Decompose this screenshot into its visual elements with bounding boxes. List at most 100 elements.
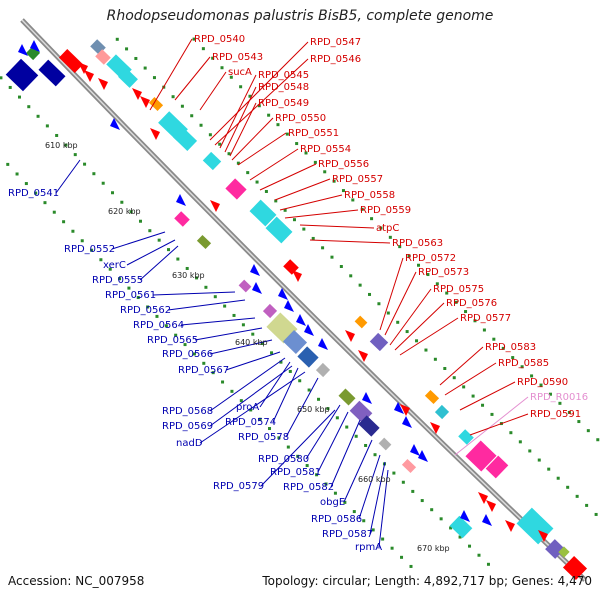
forward-leader-line bbox=[219, 74, 257, 149]
reverse-leader-line bbox=[343, 439, 373, 503]
feature-block bbox=[225, 178, 247, 200]
tick-dot bbox=[439, 517, 443, 521]
tick-dot bbox=[409, 564, 413, 568]
reverse-gene-label: RPD_0586 bbox=[311, 514, 362, 525]
feature-block bbox=[369, 332, 389, 352]
map-title: Rhodopseudomonas palustris BisB5, comple… bbox=[106, 8, 494, 24]
reverse-gene-label: RPD_0568 bbox=[162, 406, 213, 417]
forward-cds-arrow bbox=[98, 78, 108, 90]
tick-dot bbox=[594, 512, 598, 516]
forward-gene-label: RPD_0543 bbox=[212, 52, 263, 63]
tick-dot bbox=[73, 153, 77, 157]
reverse-cds-arrow bbox=[318, 338, 328, 350]
tick-dot bbox=[164, 324, 168, 328]
feature-block bbox=[174, 211, 190, 227]
tick-dot bbox=[199, 123, 203, 127]
reverse-gene-label: RPD_0552 bbox=[64, 244, 115, 255]
tick-dot bbox=[268, 427, 272, 431]
tick-dot bbox=[486, 562, 490, 566]
tick-dot bbox=[239, 85, 243, 89]
tick-dot bbox=[52, 210, 56, 214]
forward-gene-label: RPD_0591 bbox=[530, 409, 581, 420]
tick-dot bbox=[283, 208, 287, 212]
reverse-cds-arrow bbox=[482, 514, 492, 526]
forward-gene-label: RPD_0546 bbox=[310, 54, 361, 65]
tick-dot bbox=[285, 132, 289, 136]
reverse-leader-line bbox=[358, 454, 381, 520]
tick-dot bbox=[220, 66, 224, 70]
forward-leader-line bbox=[237, 132, 287, 166]
tick-dot bbox=[567, 410, 571, 414]
forward-leader-line bbox=[309, 239, 391, 244]
tick-dot bbox=[115, 37, 119, 41]
forward-gene-label: RPD_0577 bbox=[460, 313, 511, 324]
forward-gene-label: RPD_0575 bbox=[433, 284, 484, 295]
tick-dot bbox=[405, 330, 409, 334]
tick-dot bbox=[400, 555, 404, 559]
reverse-cds-arrow bbox=[402, 416, 412, 428]
tick-label: 630 kbp bbox=[172, 271, 205, 280]
tick-dot bbox=[585, 503, 589, 507]
feature-block bbox=[172, 127, 198, 151]
forward-cds-arrow bbox=[210, 200, 220, 212]
forward-leader-line bbox=[229, 102, 257, 157]
feature-block bbox=[354, 315, 368, 329]
tick-dot bbox=[134, 56, 138, 60]
tick-dot bbox=[364, 443, 368, 447]
tick-dot bbox=[296, 454, 300, 458]
tick-dot bbox=[125, 47, 129, 51]
forward-leader-line bbox=[279, 194, 343, 211]
tick-dot bbox=[201, 47, 205, 51]
tick-dot bbox=[190, 114, 194, 118]
tick-dot bbox=[396, 320, 400, 324]
forward-leader-line bbox=[224, 86, 257, 153]
tick-dot bbox=[146, 305, 150, 309]
tick-dot bbox=[351, 198, 355, 202]
forward-gene-label: RPD_0590 bbox=[517, 377, 568, 388]
tick-dot bbox=[371, 528, 375, 532]
feature-block bbox=[58, 49, 84, 73]
reverse-leader-line bbox=[126, 239, 176, 266]
tick-dot bbox=[277, 436, 281, 440]
forward-cds-arrow bbox=[140, 96, 150, 108]
reverse-cds-arrow bbox=[176, 194, 186, 206]
genome-backbone-inner bbox=[21, 19, 586, 581]
tick-dot bbox=[195, 276, 199, 280]
tick-dot bbox=[176, 257, 180, 261]
tick-dot bbox=[362, 519, 366, 523]
tick-dot bbox=[368, 292, 372, 296]
tick-dot bbox=[586, 429, 590, 433]
tick-dot bbox=[258, 417, 262, 421]
reverse-leader-line bbox=[330, 419, 361, 488]
tick-dot bbox=[202, 361, 206, 365]
tick-dot bbox=[152, 76, 156, 80]
tick-dot bbox=[315, 473, 319, 477]
tick-dot bbox=[313, 160, 317, 164]
forward-leader-line bbox=[174, 56, 211, 101]
tick-dot bbox=[481, 403, 485, 407]
tick-dot bbox=[274, 199, 278, 203]
reverse-gene-label: rpmA bbox=[355, 542, 382, 553]
tick-dot bbox=[386, 311, 390, 315]
forward-leader-line bbox=[209, 41, 309, 141]
forward-gene-label: sucA bbox=[228, 67, 252, 78]
forward-gene-label: RPD_0550 bbox=[275, 113, 326, 124]
forward-leader-line bbox=[284, 209, 359, 219]
forward-gene-label: RPD_0585 bbox=[498, 358, 549, 369]
tick-dot bbox=[227, 152, 231, 156]
tick-dot bbox=[43, 201, 47, 205]
tick-dot bbox=[221, 380, 225, 384]
tick-dot bbox=[477, 553, 481, 557]
label-leader-lines bbox=[55, 38, 529, 548]
forward-gene-label: RPD_0554 bbox=[300, 144, 351, 155]
tick-dot bbox=[482, 328, 486, 332]
tick-dot bbox=[407, 254, 411, 258]
reverse-leader-line bbox=[225, 351, 281, 371]
tick-dot bbox=[90, 248, 94, 252]
tick-dot bbox=[556, 476, 560, 480]
forward-gene-label: RPD_0559 bbox=[360, 205, 411, 216]
forward-leader-line bbox=[274, 178, 331, 201]
tick-label: 670 kbp bbox=[417, 544, 450, 553]
tick-dot bbox=[433, 357, 437, 361]
forward-gene-label: RPD_0556 bbox=[318, 159, 369, 170]
